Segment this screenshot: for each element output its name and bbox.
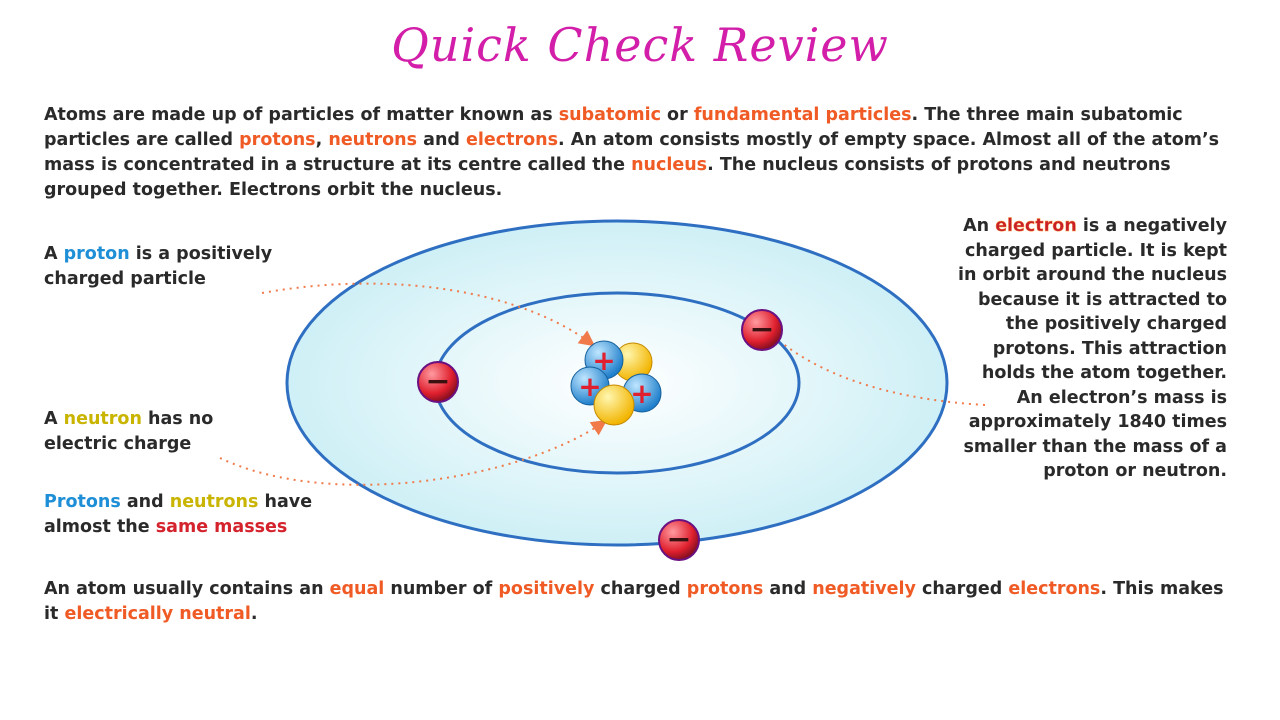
text-run: have almost the <box>44 492 313 537</box>
svg-text:−: − <box>749 312 774 347</box>
text-run: A <box>44 244 64 264</box>
neutrality-paragraph: An atom usually contains an equal number… <box>44 577 1236 627</box>
neutron-note: A neutron has no electric charge <box>44 407 284 456</box>
text-run: is a negatively charged particle. It is … <box>957 216 1227 481</box>
electron-particle: − <box>741 309 783 351</box>
text-run: , <box>315 130 329 150</box>
text-run: . <box>250 604 258 624</box>
text-run: proton <box>63 244 130 264</box>
nucleus: + + + <box>570 340 662 426</box>
text-run: or <box>660 105 694 125</box>
text-run: A <box>44 409 64 429</box>
text-run: electron <box>995 216 1077 236</box>
text-run: . This makes it <box>44 579 1224 624</box>
svg-text:+: + <box>630 377 653 410</box>
text-run: has no electric charge <box>44 409 214 454</box>
electron-particle: − <box>658 519 700 561</box>
text-run: Protons <box>44 492 121 512</box>
text-run: charged <box>915 579 1009 599</box>
svg-text:−: − <box>666 522 691 557</box>
text-run: neutron <box>63 409 142 429</box>
text-run: An <box>963 216 996 236</box>
text-run: and <box>417 130 467 150</box>
page-title: Quick Check Review <box>391 18 889 72</box>
text-run: is a positively charged particle <box>44 244 273 289</box>
text-run: equal <box>329 579 385 599</box>
text-run: and <box>120 492 170 512</box>
text-run: electrons <box>466 130 559 150</box>
masses-note: Protons and neutrons have almost the sam… <box>44 490 344 539</box>
text-run: charged <box>594 579 687 599</box>
text-run: electrons <box>1008 579 1101 599</box>
text-run: and <box>763 579 813 599</box>
svg-text:+: + <box>578 370 601 403</box>
text-run: number of <box>384 579 499 599</box>
text-run: negatively <box>812 579 916 599</box>
text-run: An atom usually contains an <box>44 579 330 599</box>
proton-arrow <box>261 282 596 347</box>
text-run: . An atom consists mostly of empty space… <box>44 130 1220 175</box>
text-run: neutrons <box>169 492 259 512</box>
electron-particle: − <box>417 361 459 403</box>
text-run: . The nucleus consists of protons and ne… <box>44 155 1171 200</box>
text-run: positively <box>498 579 595 599</box>
electron-note: An electron is a negatively charged part… <box>950 214 1227 484</box>
text-run: same masses <box>155 516 288 537</box>
text-run: Atoms are made up of particles of matter… <box>44 105 559 125</box>
text-run: electrically neutral <box>64 604 251 624</box>
intro-paragraph: Atoms are made up of particles of matter… <box>44 103 1236 203</box>
text-run: . The three main subatomic particles are… <box>44 105 1183 150</box>
text-run: protons <box>686 579 764 599</box>
text-run: neutrons <box>328 130 418 150</box>
outer-orbit <box>285 219 949 547</box>
neutron-particle <box>593 384 635 426</box>
text-run: protons <box>239 130 316 150</box>
svg-text:−: − <box>425 364 450 399</box>
text-run: fundamental particles <box>693 105 912 125</box>
text-run: subatomic <box>558 105 661 125</box>
text-run: nucleus <box>631 155 708 175</box>
proton-note: A proton is a positively charged particl… <box>44 242 284 291</box>
